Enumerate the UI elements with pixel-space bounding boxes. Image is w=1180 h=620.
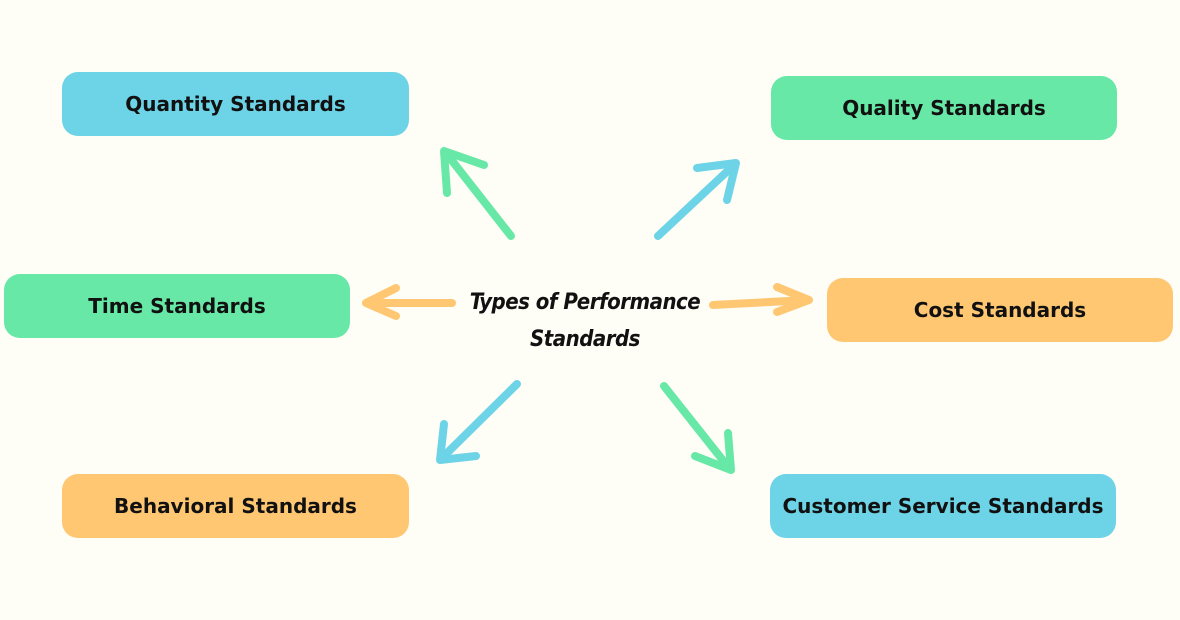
center-title: Types of Performance Standards	[469, 290, 701, 352]
customer-service-standards-node: Customer Service Standards	[770, 474, 1116, 538]
arrow-to-customer	[660, 382, 735, 474]
cost-standards-label: Cost Standards	[913, 298, 1087, 322]
arrow-to-quantity-head	[440, 147, 488, 197]
arrow-to-behavioral	[436, 380, 521, 464]
behavioral-standards-label: Behavioral Standards	[114, 494, 357, 518]
arrow-to-behavioral-head	[436, 420, 480, 464]
quality-standards-node: Quality Standards	[771, 76, 1117, 140]
cost-standards-node: Cost Standards	[827, 278, 1173, 342]
arrow-to-quality-shaft	[654, 161, 738, 240]
time-standards-node: Time Standards	[4, 274, 350, 338]
quality-standards-label: Quality Standards	[842, 96, 1046, 120]
arrow-to-quantity	[440, 147, 515, 240]
behavioral-standards-node: Behavioral Standards	[62, 474, 409, 538]
arrow-to-time-head	[362, 284, 400, 320]
quantity-standards-node: Quantity Standards	[62, 72, 409, 136]
arrow-to-quantity-shaft	[442, 149, 515, 240]
arrow-to-behavioral-shaft	[438, 380, 521, 462]
arrow-to-time	[362, 284, 456, 320]
customer-service-standards-label: Customer Service Standards	[782, 494, 1104, 518]
arrow-to-quality	[654, 159, 740, 240]
time-standards-label: Time Standards	[88, 294, 266, 318]
arrow-to-cost-head	[773, 283, 813, 316]
arrow-to-customer-head	[691, 429, 735, 474]
arrow-to-quality-head	[693, 159, 740, 204]
arrow-to-customer-shaft	[660, 382, 733, 472]
arrow-to-cost	[709, 283, 813, 316]
arrow-to-cost-shaft	[709, 296, 811, 309]
quantity-standards-label: Quantity Standards	[125, 92, 346, 116]
